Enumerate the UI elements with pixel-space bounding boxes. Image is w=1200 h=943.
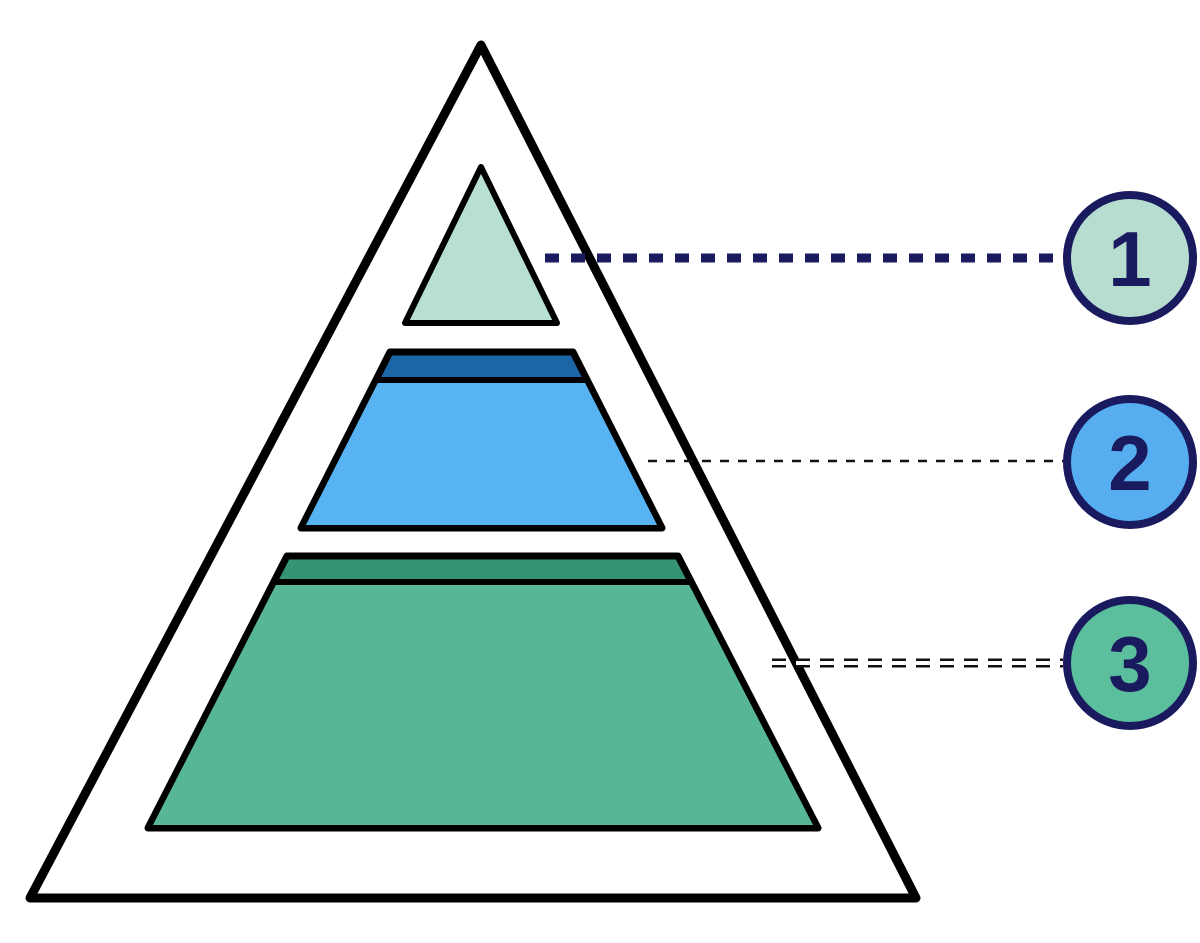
marker-3-circle: [1063, 596, 1197, 730]
marker-1: 1: [1063, 191, 1197, 325]
marker-3-label: 3: [1108, 620, 1151, 708]
level-3-trapezoid: [145, 579, 821, 831]
pyramid-level-3: [144, 552, 822, 832]
marker-1-circle: [1063, 191, 1197, 325]
marker-2: 2: [1063, 395, 1197, 529]
level-2-trapezoid: [298, 377, 665, 531]
pyramid-level-2: [297, 348, 666, 532]
marker-2-circle: [1063, 395, 1197, 529]
pyramid-level-1: [402, 164, 560, 326]
pyramid-outline: [25, 40, 921, 903]
marker-2-label: 2: [1108, 419, 1151, 507]
marker-1-label: 1: [1108, 215, 1151, 303]
marker-3: 3: [1063, 596, 1197, 730]
level-1-triangle: [402, 164, 560, 326]
